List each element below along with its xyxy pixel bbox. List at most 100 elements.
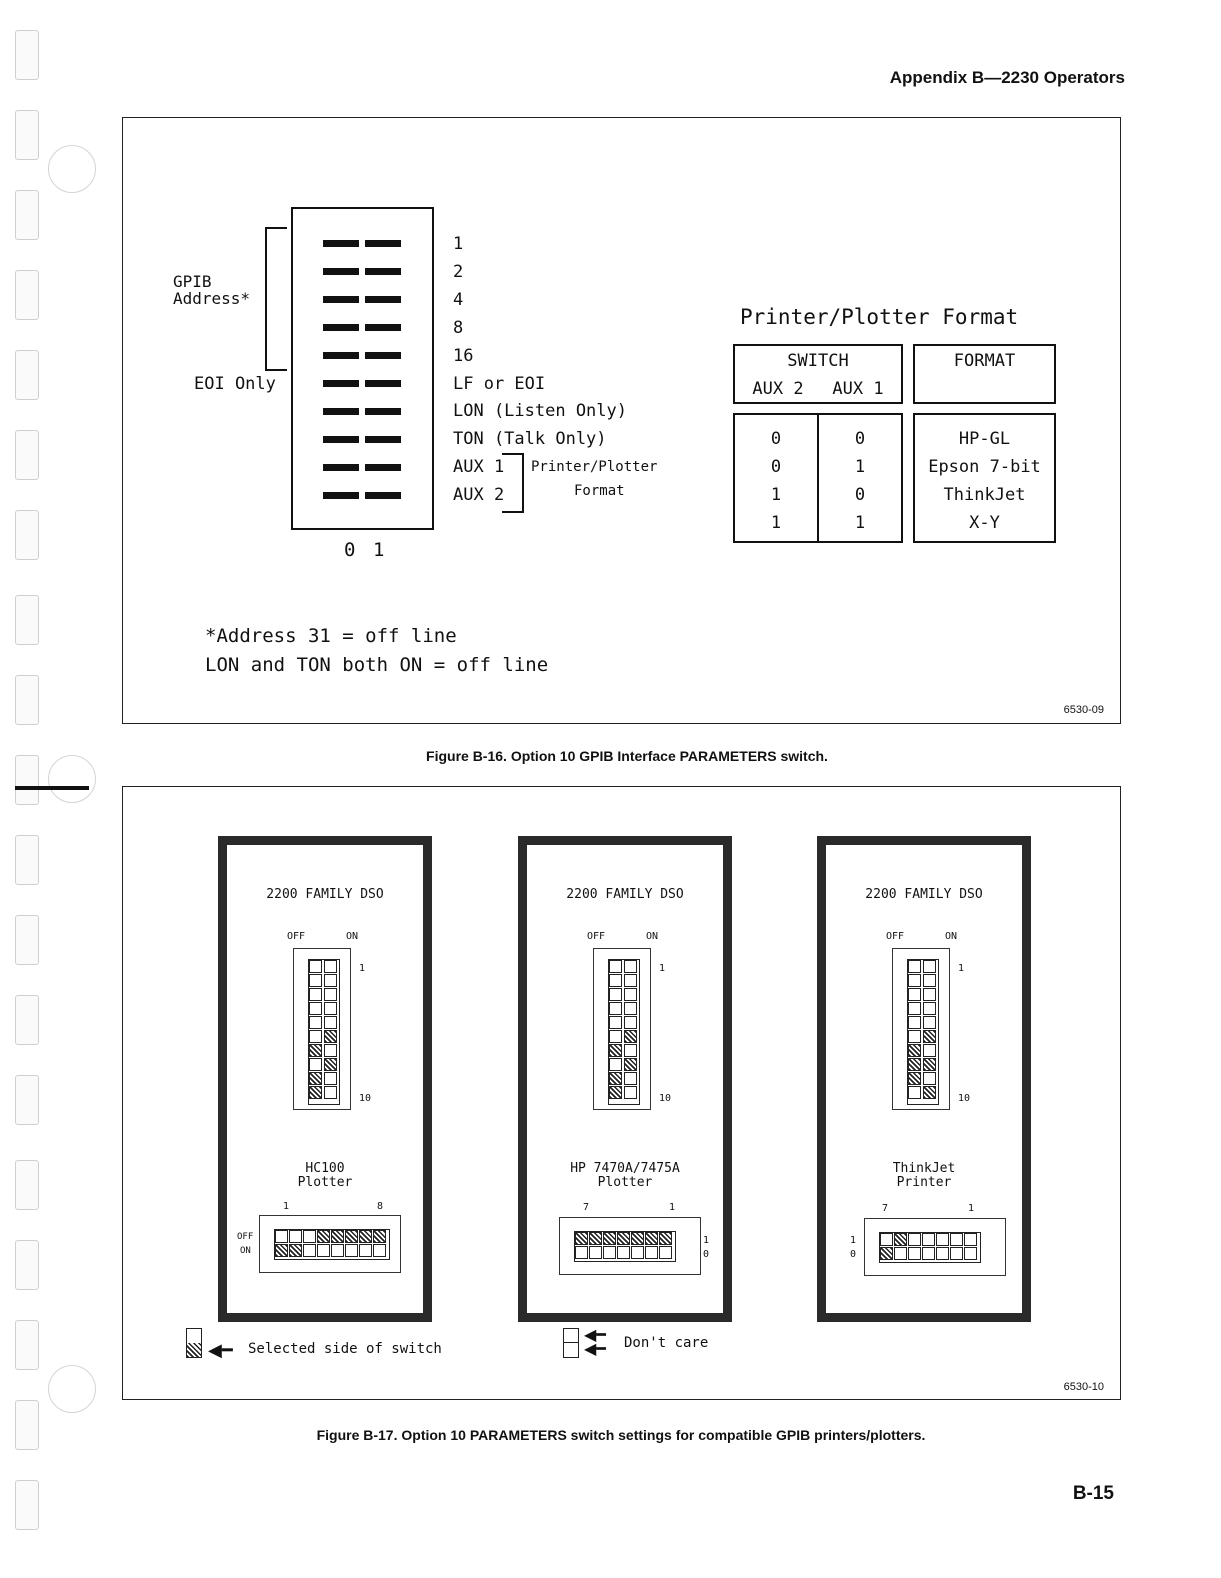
binder-slot bbox=[15, 755, 39, 805]
switch-cell-selected bbox=[345, 1230, 358, 1243]
switch-cell-selected bbox=[289, 1244, 302, 1257]
panel-title: 2200 FAMILY DSO bbox=[266, 887, 384, 902]
binder-slot bbox=[15, 110, 39, 160]
device-switch-side-0: 0 bbox=[850, 1249, 857, 1260]
binder-slot bbox=[15, 915, 39, 965]
switch-pad bbox=[365, 464, 401, 471]
gpib-label: GPIB bbox=[173, 272, 212, 291]
switch-cell bbox=[624, 988, 637, 1001]
switch-cell bbox=[894, 1247, 907, 1260]
arrow-left-icon: ◀━ bbox=[208, 1340, 233, 1360]
switch-pad bbox=[323, 492, 359, 499]
switch-cell-selected bbox=[923, 1058, 936, 1071]
device-switch-right-number: 1 bbox=[669, 1202, 676, 1213]
dip-row bbox=[274, 1229, 390, 1260]
switch-cell bbox=[609, 960, 622, 973]
figure-b17-caption: Figure B-17. Option 10 PARAMETERS switch… bbox=[316, 1427, 926, 1443]
switch-cell bbox=[908, 1247, 921, 1260]
switch-label-2: 2 bbox=[453, 262, 464, 282]
figure-b16-frame bbox=[122, 117, 1121, 724]
switch-pad bbox=[365, 240, 401, 247]
aux2-header: AUX 2 bbox=[752, 379, 804, 399]
punch-hole bbox=[48, 145, 96, 193]
switch-cell bbox=[624, 1002, 637, 1015]
switch-cell bbox=[908, 960, 921, 973]
switch-cell-selected bbox=[923, 1086, 936, 1099]
off-label: OFF bbox=[886, 931, 905, 942]
switch-cell-selected bbox=[645, 1232, 658, 1245]
dso-dip-switch bbox=[293, 948, 351, 1110]
switch-number-bottom: 10 bbox=[659, 1093, 672, 1104]
bracket-format-label: Format bbox=[574, 483, 625, 499]
binder-slot bbox=[15, 595, 39, 645]
switch-cell bbox=[309, 1016, 322, 1029]
note-lon-ton: LON and TON both ON = off line bbox=[205, 654, 549, 676]
switch-cell bbox=[950, 1233, 963, 1246]
switch-cell-selected bbox=[908, 1072, 921, 1085]
switch-cell bbox=[950, 1247, 963, 1260]
switch-cell bbox=[659, 1246, 672, 1259]
switch-pad bbox=[365, 436, 401, 443]
switch-label-4: 4 bbox=[453, 290, 464, 310]
switch-header: SWITCH bbox=[787, 351, 849, 371]
binder-slot bbox=[15, 1320, 39, 1370]
aux1-value: 0 bbox=[854, 485, 866, 505]
switch-cell-selected bbox=[609, 1086, 622, 1099]
dso-dip-switch bbox=[892, 948, 950, 1110]
binder-slot bbox=[15, 835, 39, 885]
aux-bracket bbox=[502, 453, 524, 513]
switch-cell-selected bbox=[923, 1030, 936, 1043]
switch-pad bbox=[323, 240, 359, 247]
switch-pad bbox=[323, 296, 359, 303]
switch-cell-selected bbox=[309, 1072, 322, 1085]
figure-b17-code: 6530-10 bbox=[1063, 1381, 1104, 1393]
switch-cell-selected bbox=[631, 1232, 644, 1245]
switch-cell-selected bbox=[894, 1233, 907, 1246]
switch-cell bbox=[923, 960, 936, 973]
switch-cell bbox=[275, 1230, 288, 1243]
panel-title: 2200 FAMILY DSO bbox=[865, 887, 983, 902]
switch-pad bbox=[323, 268, 359, 275]
aux1-value: 1 bbox=[854, 457, 866, 477]
parameters-switch bbox=[291, 207, 434, 530]
switch-cell bbox=[923, 988, 936, 1001]
switch-number-bottom: 10 bbox=[958, 1093, 971, 1104]
switch-pad bbox=[323, 352, 359, 359]
device-switch-on-label: ON bbox=[240, 1246, 251, 1256]
legend-selected-side: Selected side of switch bbox=[248, 1341, 442, 1357]
switch-cell bbox=[324, 974, 337, 987]
device-switch-side-1: 1 bbox=[703, 1235, 710, 1246]
switch-cell bbox=[923, 974, 936, 987]
arrow-left-icon: ◀━ bbox=[584, 1341, 606, 1358]
switch-cell bbox=[908, 974, 921, 987]
binder-slot bbox=[15, 430, 39, 480]
switch-cell-selected bbox=[617, 1232, 630, 1245]
switch-cell bbox=[624, 1086, 637, 1099]
switch-cell bbox=[609, 1058, 622, 1071]
device-type: Printer bbox=[896, 1175, 952, 1190]
switch-cell bbox=[324, 1016, 337, 1029]
switch-cell-selected bbox=[359, 1230, 372, 1243]
switch-cell-selected bbox=[609, 1044, 622, 1057]
position-1-label: 1 bbox=[373, 539, 385, 561]
switch-number-top: 1 bbox=[958, 963, 965, 974]
switch-pad bbox=[323, 436, 359, 443]
switch-cell bbox=[309, 1002, 322, 1015]
switch-cell-selected bbox=[275, 1244, 288, 1257]
on-label: ON bbox=[346, 931, 359, 942]
switch-label-1: 1 bbox=[453, 234, 464, 254]
switch-cell bbox=[303, 1230, 316, 1243]
switch-pad bbox=[365, 352, 401, 359]
switch-cell bbox=[923, 1044, 936, 1057]
on-label: ON bbox=[646, 931, 659, 942]
switch-cell bbox=[324, 1002, 337, 1015]
switch-cell bbox=[908, 1233, 921, 1246]
switch-cell-selected bbox=[309, 1044, 322, 1057]
aux1-value: 1 bbox=[854, 513, 866, 533]
binder-slot bbox=[15, 1480, 39, 1530]
aux2-value: 0 bbox=[770, 429, 782, 449]
format-value: HP-GL bbox=[958, 429, 1011, 449]
dso-dip-switch bbox=[593, 948, 651, 1110]
switch-cell bbox=[575, 1246, 588, 1259]
device-switch-left-number: 1 bbox=[283, 1201, 290, 1212]
